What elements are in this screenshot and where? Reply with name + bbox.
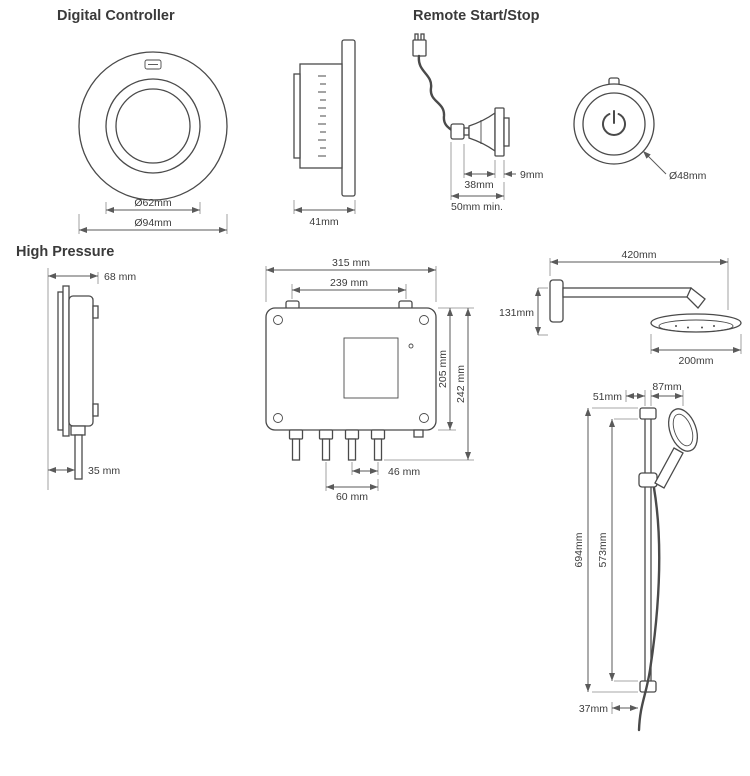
handset-handle (654, 447, 684, 489)
remote-cable (417, 54, 455, 133)
inlet-fitting (70, 425, 86, 436)
controller-side-dimensions: 41mm (293, 200, 356, 228)
plug-neck (463, 127, 470, 136)
shower-head-face (658, 319, 734, 333)
slide-rail-drawing (637, 407, 698, 732)
valve-side-dimensions: 68 mm 35 mm (48, 271, 136, 477)
remote-assembly-dimensions: 38mm 9mm 50mm min. (450, 142, 544, 213)
cable-connector (412, 39, 427, 57)
remote-clearance-label: 50mm min. (451, 201, 503, 213)
remote-flange (494, 107, 505, 157)
arm-length-label: 420mm (621, 249, 656, 261)
slide-rail-figure: 694mm 573mm 51mm 87mm 37mm (552, 378, 742, 758)
button-diameter-label: Ø48mm (669, 170, 707, 182)
outlet-spacing-large-label: 60 mm (336, 491, 368, 503)
valve-overall-width-label: 315 mm (332, 257, 370, 269)
screw-hole (419, 413, 429, 423)
controller-front-figure: Ø62mm Ø94mm (48, 28, 263, 243)
screw-hole (273, 413, 283, 423)
rail-fixing-centres-label: 573mm (597, 532, 609, 567)
electronics-panel (343, 337, 399, 399)
power-icon (602, 110, 626, 136)
overhead-shower-dimensions: 420mm 131mm 200mm (499, 249, 742, 367)
shower-hose (637, 486, 661, 732)
controller-depth-label: 41mm (309, 216, 338, 228)
digital-controller-title: Digital Controller (57, 8, 175, 24)
remote-assembly-drawing (412, 33, 510, 157)
valve-front-lip (57, 291, 64, 431)
outlet-connectors (288, 429, 424, 461)
valve-depth-label: 68 mm (104, 271, 136, 283)
valve-box (265, 307, 437, 431)
valve-front-figure: 315 mm 239 mm 205 mm 242 mm 46 mm (248, 256, 488, 503)
overhead-shower-drawing (549, 279, 742, 333)
screw-hole (419, 315, 429, 325)
handset-head (668, 408, 698, 452)
rail-wall-offset-label: 51mm (593, 391, 622, 403)
remote-body (468, 111, 496, 153)
slide-rail-dimensions: 694mm 573mm 51mm 87mm 37mm (573, 381, 684, 715)
inlet-pipe (74, 434, 83, 480)
valve-body-side (68, 295, 94, 427)
rail-bracket-top (639, 407, 657, 420)
valve-side-drawing (47, 268, 99, 490)
controller-front-dimensions: Ø62mm Ø94mm (78, 197, 228, 234)
valve-fixing-height-label: 205 mm (437, 350, 449, 388)
valve-clip-top (92, 305, 99, 319)
arm-wall-plate (549, 279, 564, 323)
remote-flange-label: 9mm (520, 169, 544, 181)
depth-scale-ticks (318, 75, 326, 157)
handset-holder (638, 472, 658, 488)
valve-clip-bottom (92, 403, 99, 417)
drain-stub (413, 429, 424, 438)
valve-inlet-offset-label: 35 mm (88, 465, 120, 477)
hose-offset-label: 37mm (579, 703, 608, 715)
handset-face (672, 413, 694, 447)
slide-rail (644, 413, 652, 693)
remote-button-dimensions: Ø48mm (642, 150, 707, 182)
screw-hole (273, 315, 283, 325)
outlet-spacing-small-label: 46 mm (388, 466, 420, 478)
controller-outer-diameter-label: Ø94mm (134, 217, 172, 229)
controller-inner-diameter-label: Ø62mm (134, 197, 172, 209)
overhead-shower-figure: 420mm 131mm 200mm (498, 249, 748, 370)
arm-elbow (686, 286, 706, 309)
remote-button-figure: Ø48mm (562, 72, 727, 207)
controller-side-drawing (293, 39, 356, 197)
remote-start-stop-title: Remote Start/Stop (413, 8, 540, 24)
valve-overall-height-label: 242 mm (455, 365, 467, 403)
cable-plug (450, 123, 465, 140)
valve-fixing-width-label: 239 mm (330, 277, 368, 289)
controller-side-figure: 41mm (280, 28, 375, 233)
wall-fixing (503, 117, 510, 147)
remote-assembly-figure: 38mm 9mm 50mm min. (403, 28, 553, 228)
rail-overall-length-label: 694mm (573, 532, 585, 567)
head-diameter-label: 200mm (678, 355, 713, 367)
handset-offset-label: 87mm (652, 381, 681, 393)
valve-backplate (62, 285, 70, 437)
controller-button (115, 88, 191, 164)
shower-arm (562, 287, 692, 298)
brand-logo-mark (144, 59, 162, 70)
valve-front-dimensions: 315 mm 239 mm 205 mm 242 mm 46 mm (265, 257, 474, 503)
controller-front-lip (293, 73, 301, 159)
valve-front-drawing (265, 300, 437, 461)
indicator-hole (408, 343, 414, 349)
controller-front-drawing (78, 51, 228, 201)
remote-button-drawing (573, 77, 655, 165)
controller-wall-plate (341, 39, 356, 197)
high-pressure-title: High Pressure (16, 244, 115, 260)
valve-side-figure: 68 mm 35 mm (28, 260, 143, 500)
arm-drop-label: 131mm (499, 307, 534, 319)
remote-body-length-label: 38mm (464, 179, 493, 191)
